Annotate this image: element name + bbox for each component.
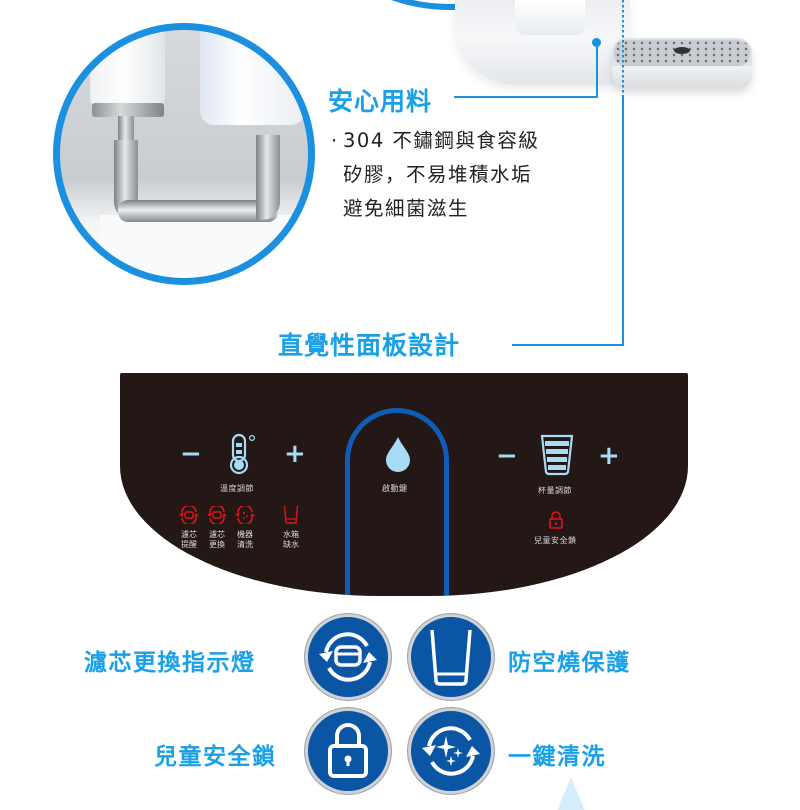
- temperature-plus-button[interactable]: +: [284, 439, 306, 469]
- drip-tray-illustration: [612, 38, 752, 88]
- filter-right-illustration: [200, 30, 305, 125]
- child-lock-label: 兒童安全鎖: [534, 536, 577, 545]
- callout-line-materials: [454, 96, 598, 98]
- control-panel: − + 溫度調節 啟動鍵 − + 杯量調節 兒童安全鎖: [120, 373, 688, 596]
- feature-label-filter-replace: 濾芯更換指示燈: [84, 650, 256, 676]
- filter-left-illustration: [90, 30, 165, 105]
- bullet-dot: ·: [331, 129, 339, 152]
- water-tank-empty-indicator-icon: [283, 505, 299, 524]
- base-illustration: [100, 215, 300, 275]
- child-lock-indicator-icon: [549, 511, 563, 529]
- filter-reminder-icon: [179, 506, 199, 524]
- indicator-label: 機器清洗: [237, 530, 253, 549]
- materials-line-1: 304 不鏽鋼與食容級: [343, 129, 540, 152]
- drip-tray-side: [612, 66, 752, 88]
- empty-cup-icon: [430, 629, 472, 686]
- callout-dot: [592, 38, 601, 47]
- filter-replace-indicator-icon: [207, 506, 227, 524]
- pipe-segment: [118, 200, 278, 222]
- start-button-label: 啟動鍵: [382, 484, 408, 493]
- indicator-label: 濾芯提醒: [181, 530, 197, 549]
- cup-volume-label: 杯量調節: [538, 486, 572, 495]
- feature-badge-child-lock: [305, 708, 391, 794]
- filter-cap-illustration: [92, 103, 164, 117]
- pipe-segment: [256, 135, 280, 220]
- materials-line-3: 避免細菌滋生: [343, 197, 470, 220]
- drip-tray-grille: [614, 40, 750, 66]
- cup-volume-minus-button[interactable]: −: [496, 441, 518, 471]
- temperature-minus-button[interactable]: −: [180, 439, 202, 469]
- cup-volume-plus-button[interactable]: +: [598, 441, 620, 471]
- indicator-label: 濾芯更換: [209, 530, 225, 549]
- callout-dotted-line: [622, 0, 624, 95]
- decorative-triangle: [557, 777, 585, 810]
- pipe-segment: [118, 116, 134, 146]
- device-inner-illustration: [515, 0, 585, 35]
- temperature-label: 溫度調節: [220, 484, 254, 493]
- cup-volume-icon: [540, 434, 574, 476]
- lock-icon: [328, 723, 368, 778]
- feature-badge-dry-burn: [408, 614, 494, 700]
- materials-title: 安心用料: [328, 87, 433, 116]
- feature-label-child-lock: 兒童安全鎖: [154, 744, 277, 770]
- start-button-arch[interactable]: [345, 408, 449, 596]
- materials-description: · 304 不鏽鋼與食容級 矽膠，不易堆積水垢 避免細菌滋生: [331, 124, 540, 226]
- feature-label-dry-burn: 防空燒保護: [508, 650, 631, 676]
- clean-cycle-icon: [422, 726, 480, 776]
- filter-replace-icon: [319, 632, 377, 682]
- machine-clean-indicator-icon: [235, 506, 255, 524]
- device-body-illustration: [455, 0, 630, 85]
- callout-line-vertical: [596, 45, 598, 97]
- materials-line-2: 矽膠，不易堆積水垢: [343, 163, 533, 186]
- magnifier-arc: [300, 0, 600, 10]
- indicator-label: 水箱缺水: [283, 530, 299, 549]
- drip-tray-hole: [674, 47, 690, 54]
- pipe-closeup-image: [53, 23, 315, 285]
- callout-line-panel-vertical: [622, 95, 624, 345]
- feature-badge-one-touch-clean: [408, 708, 494, 794]
- water-drop-icon[interactable]: [385, 436, 411, 472]
- thermometer-icon: [229, 433, 256, 475]
- callout-line-panel: [512, 344, 624, 346]
- feature-badge-filter-replace: [305, 614, 391, 700]
- feature-label-one-touch-clean: 一鍵清洗: [508, 744, 606, 770]
- panel-design-title: 直覺性面板設計: [278, 331, 461, 360]
